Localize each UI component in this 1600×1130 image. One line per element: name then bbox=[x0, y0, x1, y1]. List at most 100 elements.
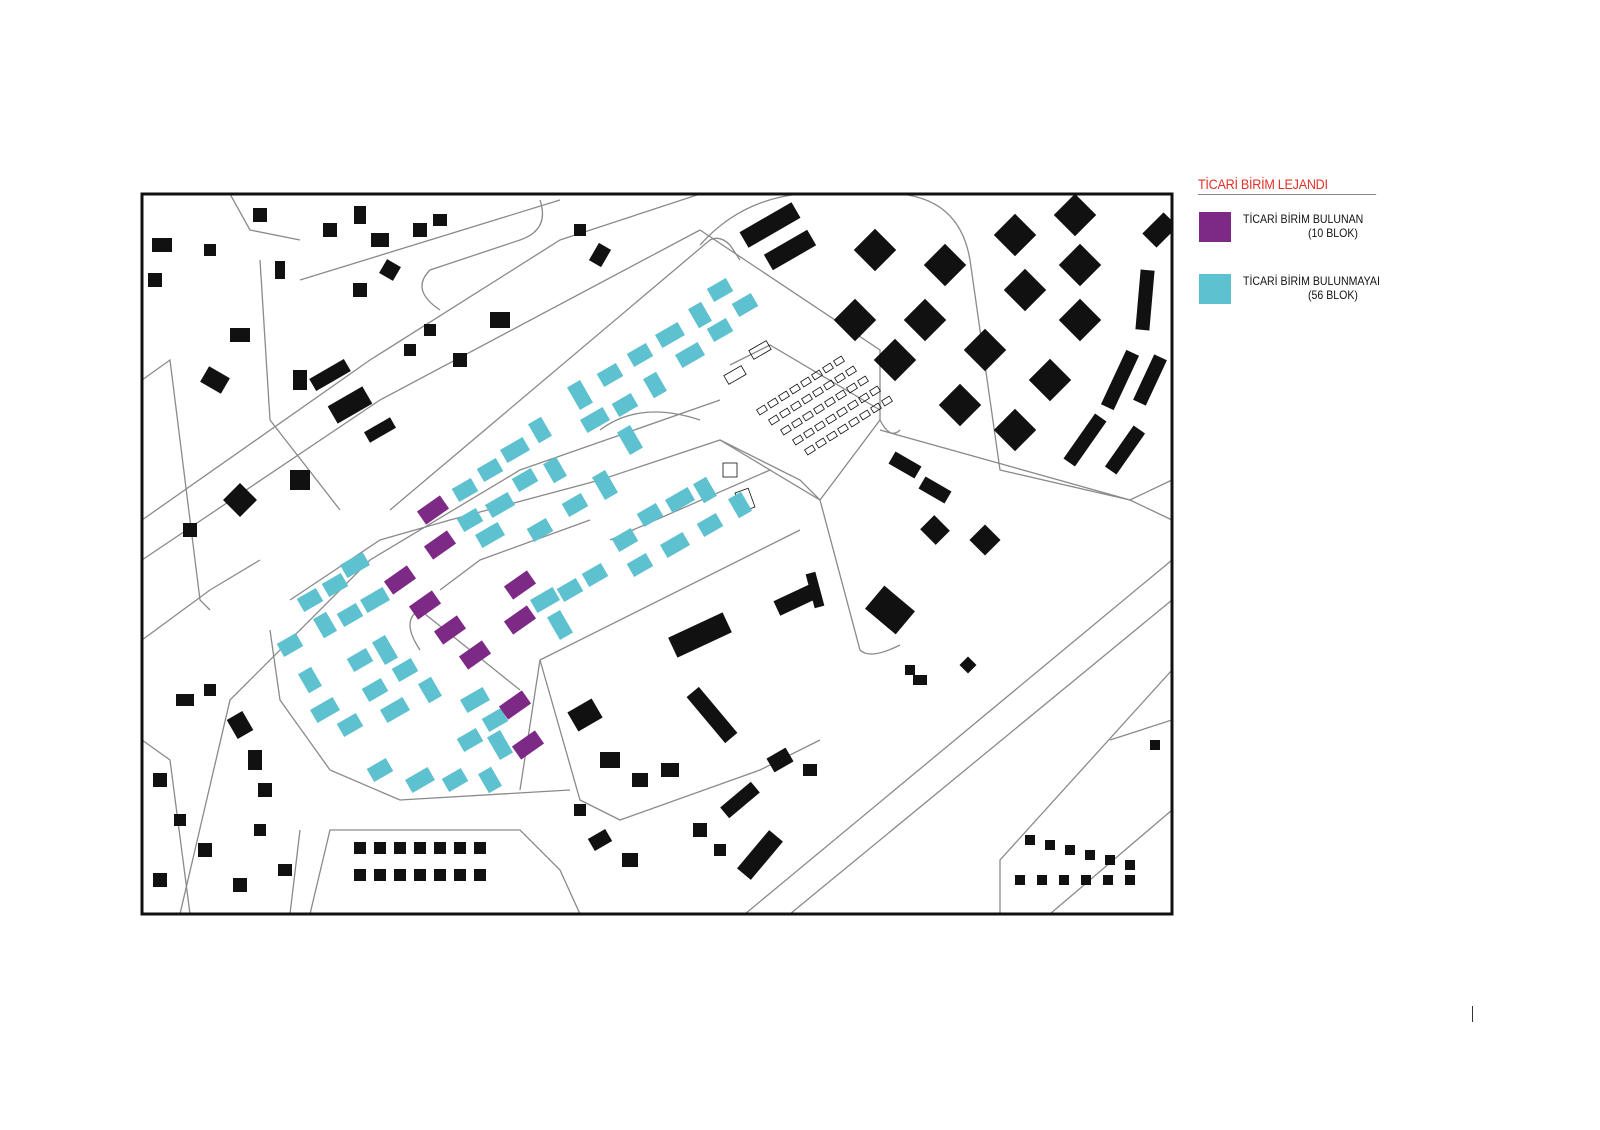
residential-block bbox=[643, 371, 667, 399]
house bbox=[1085, 850, 1095, 860]
building bbox=[327, 386, 373, 424]
page-marker bbox=[1472, 1006, 1473, 1022]
building bbox=[1053, 194, 1097, 237]
building bbox=[433, 214, 447, 226]
residential-block bbox=[476, 458, 504, 482]
parking-space bbox=[811, 369, 823, 381]
parking-space bbox=[836, 406, 848, 418]
building bbox=[1058, 298, 1102, 342]
residential-block bbox=[459, 687, 491, 713]
house bbox=[414, 869, 426, 881]
commercial-block bbox=[503, 605, 537, 635]
building bbox=[661, 763, 679, 777]
residential-block bbox=[298, 666, 322, 694]
building bbox=[763, 229, 817, 271]
building bbox=[1100, 349, 1140, 411]
house bbox=[1125, 875, 1135, 885]
residential-block bbox=[547, 609, 573, 641]
parking-space bbox=[814, 420, 826, 432]
parking-space bbox=[846, 382, 858, 394]
parking-space bbox=[779, 407, 791, 419]
house bbox=[1059, 875, 1069, 885]
building bbox=[923, 243, 967, 287]
parking-space bbox=[804, 444, 816, 456]
commercial-block bbox=[498, 690, 532, 720]
residential-block bbox=[626, 343, 654, 367]
residential-block bbox=[309, 697, 341, 723]
residential-block bbox=[561, 493, 589, 517]
building bbox=[693, 823, 707, 837]
building bbox=[714, 844, 726, 856]
house bbox=[454, 869, 466, 881]
parking-space bbox=[815, 437, 827, 449]
parking-space bbox=[859, 409, 871, 421]
building bbox=[1063, 413, 1107, 467]
building bbox=[404, 344, 416, 356]
parking-space bbox=[756, 404, 768, 416]
house bbox=[1045, 840, 1055, 850]
house bbox=[354, 842, 366, 854]
building bbox=[1133, 354, 1167, 406]
building bbox=[258, 783, 272, 797]
blocks-with-commercial-units bbox=[383, 495, 545, 760]
residential-block bbox=[346, 648, 374, 672]
commercial-block bbox=[511, 730, 545, 760]
building bbox=[226, 710, 254, 740]
building bbox=[567, 698, 603, 732]
building bbox=[371, 233, 389, 247]
parking-space bbox=[780, 424, 792, 436]
building bbox=[230, 328, 250, 342]
building bbox=[364, 417, 396, 443]
building bbox=[174, 814, 186, 826]
residential-block bbox=[276, 633, 304, 657]
building bbox=[1150, 740, 1160, 750]
parking-space bbox=[801, 393, 813, 405]
residential-block bbox=[688, 301, 712, 329]
legend-count: (10 BLOK) bbox=[1308, 226, 1358, 240]
residential-block bbox=[556, 578, 584, 602]
building bbox=[600, 752, 620, 768]
residential-block bbox=[706, 318, 734, 342]
building bbox=[766, 747, 794, 773]
parking-space bbox=[803, 427, 815, 439]
building bbox=[183, 523, 197, 537]
parking-space bbox=[792, 434, 804, 446]
parking-space bbox=[812, 386, 824, 398]
house bbox=[474, 842, 486, 854]
house bbox=[1103, 875, 1113, 885]
residential-block bbox=[543, 456, 567, 484]
parking-space bbox=[813, 403, 825, 415]
building bbox=[248, 750, 262, 770]
residential-block bbox=[336, 713, 364, 737]
parking-space bbox=[823, 379, 835, 391]
legend-item-noncommercial: TİCARİ BİRİM BULUNMAYAI (56 BLOK) bbox=[1198, 274, 1398, 314]
building bbox=[720, 781, 760, 819]
building bbox=[622, 853, 638, 867]
residential-block bbox=[321, 573, 349, 597]
commercial-block bbox=[503, 570, 537, 600]
residential-block bbox=[706, 278, 734, 302]
building bbox=[176, 694, 194, 706]
parking-space bbox=[790, 400, 802, 412]
building bbox=[1058, 243, 1102, 287]
parking-space bbox=[847, 399, 859, 411]
residential-block bbox=[456, 728, 484, 752]
commercial-block bbox=[416, 495, 450, 525]
parking-space bbox=[802, 410, 814, 422]
building bbox=[805, 571, 825, 609]
cyan-swatch bbox=[1199, 274, 1231, 304]
residential-block bbox=[379, 697, 411, 723]
building bbox=[853, 228, 897, 272]
house bbox=[1025, 835, 1035, 845]
residential-block bbox=[636, 503, 664, 527]
house bbox=[354, 869, 366, 881]
building bbox=[920, 515, 950, 545]
house bbox=[374, 842, 386, 854]
building bbox=[379, 259, 401, 281]
structure-outline bbox=[723, 365, 747, 385]
parking-space bbox=[857, 375, 869, 387]
building bbox=[587, 828, 613, 852]
residential-block bbox=[674, 342, 706, 368]
building bbox=[153, 873, 167, 887]
building bbox=[198, 843, 212, 857]
